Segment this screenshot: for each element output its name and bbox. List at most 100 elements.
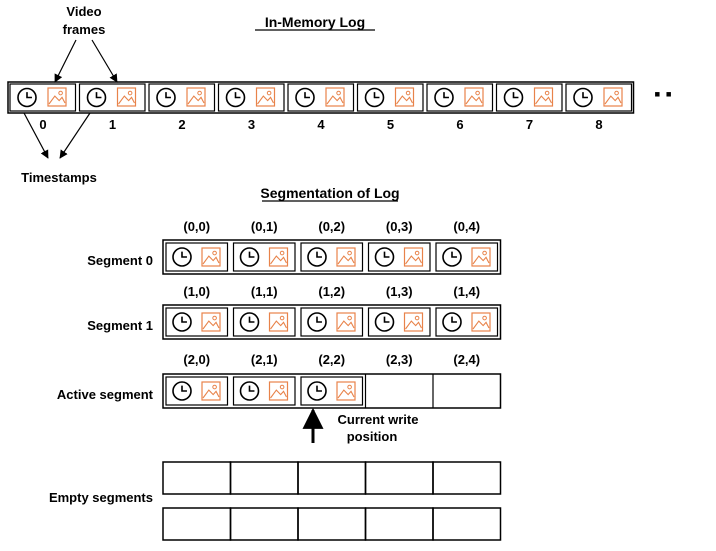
video-frames-arrow-0 bbox=[54, 39, 77, 83]
clock-icon bbox=[239, 312, 260, 332]
log-cell: 6 bbox=[426, 83, 494, 132]
segment-cell: (1,0) bbox=[165, 284, 229, 337]
empty-segment-cell bbox=[162, 507, 232, 541]
log-cell: 7 bbox=[495, 83, 563, 132]
segment-cell-box bbox=[165, 376, 229, 406]
timestamps-arrow-1 bbox=[59, 112, 91, 159]
segment-cell-box bbox=[300, 242, 364, 272]
write-position-label-line2: position bbox=[347, 429, 398, 444]
log-cell-index: 7 bbox=[526, 117, 533, 132]
clock-icon bbox=[442, 312, 462, 332]
log-cell-box bbox=[287, 83, 355, 112]
segment-cell-coord: (1,3) bbox=[386, 284, 413, 299]
image-icon bbox=[533, 87, 554, 107]
clock-icon bbox=[364, 87, 385, 108]
clock-icon bbox=[239, 381, 260, 401]
segment-label: Segment 0 bbox=[87, 253, 153, 268]
empty-segments-label: Empty segments bbox=[49, 490, 153, 505]
clock-icon bbox=[17, 87, 37, 108]
log-cell: 0 bbox=[9, 83, 77, 132]
log-cell-box bbox=[495, 83, 563, 112]
image-icon bbox=[336, 312, 356, 332]
write-position-label-line1: Current write bbox=[338, 412, 419, 427]
segment-row: Segment 0(0,0)(0,1)(0,2)(0,3)(0,4) bbox=[87, 219, 502, 275]
log-cell: 2 bbox=[148, 83, 216, 132]
segment-cell: (1,3) bbox=[367, 284, 431, 337]
clock-icon bbox=[573, 87, 593, 108]
segment-outline bbox=[162, 373, 502, 409]
empty-segment-cell bbox=[297, 507, 367, 541]
segment-row: Active segment(2,0)(2,1)(2,2)(2,3)(2,4) bbox=[57, 352, 502, 409]
log-cell-box bbox=[78, 83, 146, 112]
segment-cell-coord: (1,4) bbox=[453, 284, 480, 299]
empty-segment-cell bbox=[229, 507, 299, 541]
clock-icon bbox=[86, 87, 107, 108]
clock-icon bbox=[156, 87, 176, 108]
image-icon bbox=[268, 247, 289, 267]
image-icon bbox=[268, 312, 289, 332]
segment-cell: (0,1) bbox=[232, 219, 296, 272]
log-cell-box bbox=[426, 83, 494, 112]
log-cell-index: 2 bbox=[178, 117, 185, 132]
segment-cell-coord: (2,1) bbox=[251, 352, 278, 367]
segment-cell-box bbox=[165, 242, 229, 272]
log-cell: 8 bbox=[565, 83, 633, 132]
video-frames-label-line2: frames bbox=[63, 22, 106, 37]
log-cell-box bbox=[565, 83, 633, 112]
log-cell-index: 4 bbox=[317, 117, 325, 132]
clock-icon bbox=[172, 312, 192, 332]
segment-cell: (2,0) bbox=[165, 352, 229, 406]
empty-segment-cell bbox=[229, 461, 299, 495]
segment-outline bbox=[162, 304, 502, 340]
clock-icon bbox=[225, 87, 246, 108]
segment-cell-box bbox=[300, 307, 364, 337]
segment-cell: (2,1) bbox=[232, 352, 296, 406]
segment-cell-box bbox=[435, 307, 499, 337]
log-cell-index: 3 bbox=[248, 117, 255, 132]
log-cell-box bbox=[148, 83, 216, 112]
segment-cell: (0,0) bbox=[165, 219, 229, 272]
image-icon bbox=[255, 87, 276, 107]
image-icon bbox=[403, 312, 424, 332]
image-icon bbox=[201, 381, 221, 401]
empty-segment-cell bbox=[162, 461, 232, 495]
image-icon bbox=[201, 312, 221, 332]
segmentation-title: Segmentation of Log bbox=[260, 185, 399, 201]
clock-icon bbox=[374, 247, 395, 267]
empty-segment-cell bbox=[432, 461, 502, 495]
empty-segment-cell bbox=[432, 507, 502, 541]
image-icon bbox=[464, 87, 484, 107]
clock-icon bbox=[295, 87, 315, 108]
image-icon bbox=[403, 247, 424, 267]
video-frames-arrow-1 bbox=[91, 39, 118, 83]
log-cell: 4 bbox=[287, 83, 355, 132]
segment-row: Segment 1(1,0)(1,1)(1,2)(1,3)(1,4) bbox=[87, 284, 502, 340]
segment-cell-box bbox=[435, 242, 499, 272]
segment-label: Active segment bbox=[57, 387, 154, 402]
log-cell: 3 bbox=[217, 83, 285, 132]
image-icon bbox=[603, 87, 623, 107]
image-icon bbox=[471, 247, 491, 267]
image-icon bbox=[336, 381, 356, 401]
segment-cell: (2,3) bbox=[364, 352, 413, 408]
timestamps-label: Timestamps bbox=[21, 170, 97, 185]
segment-cell-coord: (1,0) bbox=[183, 284, 210, 299]
log-cell-index: 8 bbox=[595, 117, 602, 132]
clock-icon bbox=[307, 381, 327, 401]
log-cell: 1 bbox=[78, 83, 146, 132]
segment-cell-coord: (0,0) bbox=[183, 219, 210, 234]
image-icon bbox=[471, 312, 491, 332]
segment-cell-coord: (0,3) bbox=[386, 219, 413, 234]
segment-cell-coord: (0,2) bbox=[318, 219, 345, 234]
segment-cell-box bbox=[367, 242, 431, 272]
clock-icon bbox=[434, 87, 454, 108]
empty-segment-row bbox=[162, 507, 502, 541]
log-cell-index: 6 bbox=[456, 117, 463, 132]
segment-label: Segment 1 bbox=[87, 318, 153, 333]
clock-icon bbox=[307, 247, 327, 267]
segment-cell-coord: (2,4) bbox=[453, 352, 480, 367]
image-icon bbox=[47, 87, 67, 107]
segment-cell: (1,1) bbox=[232, 284, 296, 337]
